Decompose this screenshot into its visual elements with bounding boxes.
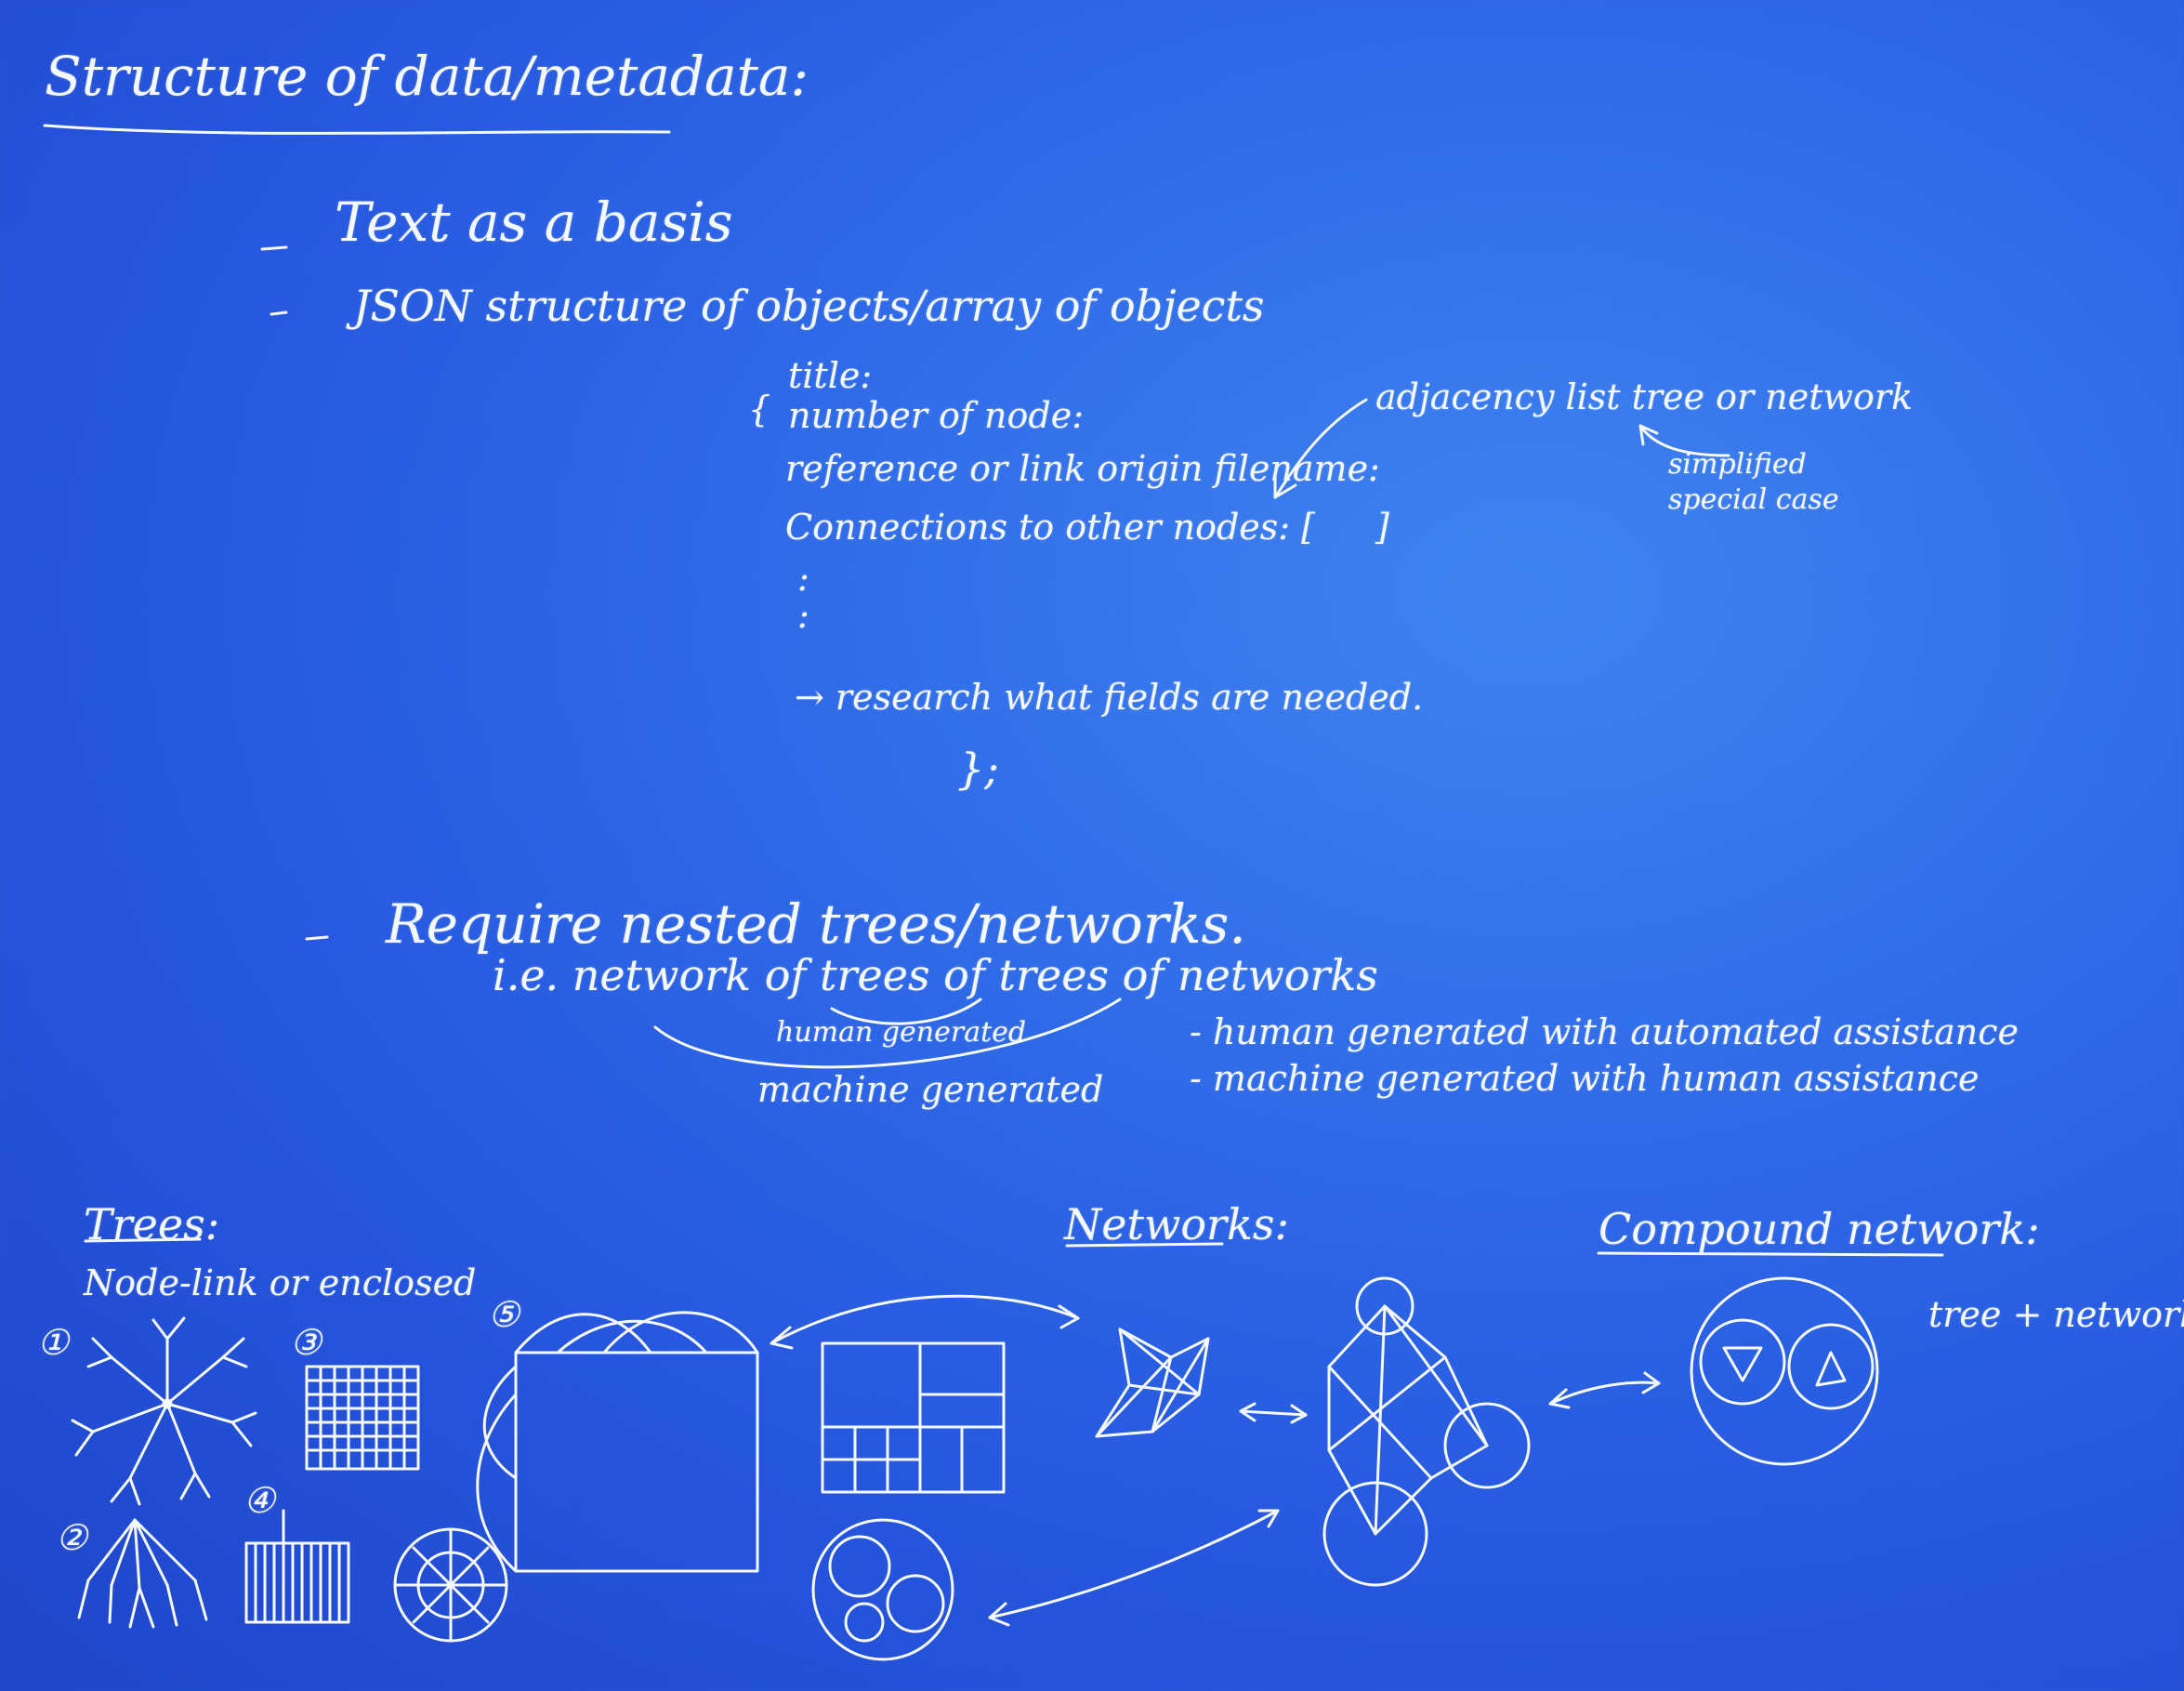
adjacency-note: adjacency list tree or network — [1375, 377, 1914, 417]
arrow-matrix-network — [771, 1296, 1078, 1343]
json-connections-close: ] — [1375, 507, 1389, 548]
arrow-circle-packing-network — [990, 1511, 1278, 1618]
bullet-json-structure: JSON structure of objects/array of objec… — [353, 281, 1265, 331]
marker-5: ⑤ — [488, 1294, 520, 1335]
compound-subheading: tree + network — [1928, 1294, 2184, 1335]
generation-note-2: - machine generated with human assistanc… — [1190, 1058, 1980, 1099]
bullet-dash-3 — [307, 937, 327, 939]
json-field-connections: Connections to other nodes: [ — [785, 507, 1315, 548]
ie-network-of-trees: i.e. network of trees of trees of networ… — [493, 950, 1378, 1000]
marker-1: ① — [37, 1322, 70, 1363]
json-close-brace: }; — [957, 744, 999, 794]
treemap-sketch — [822, 1343, 1004, 1492]
trees-subheading: Node-link or enclosed — [84, 1262, 477, 1303]
marker-2: ② — [56, 1517, 88, 1558]
adjacency-arrow — [1275, 400, 1366, 497]
bullet-text-basis: Text as a basis — [335, 191, 733, 254]
dendrogram-sketch — [79, 1520, 206, 1627]
json-dots-2: : — [797, 595, 809, 636]
arc-matrix-sketch — [478, 1313, 757, 1571]
arrow-nested-compound — [1550, 1382, 1659, 1404]
radial-tree-sketch — [72, 1318, 256, 1504]
matrix-sketch — [307, 1367, 418, 1469]
compound-heading: Compound network: — [1599, 1204, 2040, 1254]
bullet-dash-1 — [262, 247, 286, 249]
trees-underline — [86, 1239, 200, 1241]
bullet-nested-trees: Require nested trees/networks. — [386, 892, 1246, 956]
json-dots-1: : — [797, 558, 809, 599]
arrow-network-nested — [1241, 1411, 1306, 1415]
compound-network-sketch — [1691, 1278, 1877, 1464]
generation-note-1: - human generated with automated assista… — [1190, 1011, 2019, 1052]
json-research-note: → research what fields are needed. — [795, 677, 1424, 718]
human-generated-label: human generated — [776, 1016, 1027, 1049]
networks-underline — [1067, 1244, 1222, 1246]
json-field-reference: reference or link origin filename: — [785, 448, 1380, 489]
machine-generated-brace — [655, 999, 1120, 1067]
json-field-number: number of node: — [788, 395, 1085, 436]
sunburst-sketch — [395, 1529, 507, 1641]
circle-packing-sketch — [813, 1520, 953, 1659]
title-underline — [45, 126, 669, 133]
networks-heading: Networks: — [1064, 1199, 1289, 1249]
json-field-title: title: — [788, 355, 873, 396]
board-title: Structure of data/metadata: — [45, 45, 809, 108]
icicle-sketch — [246, 1511, 349, 1622]
human-generated-brace — [832, 999, 980, 1024]
simplified-note-2: special case — [1668, 483, 1839, 516]
network-sketch — [1097, 1329, 1208, 1436]
marker-3: ③ — [290, 1322, 322, 1363]
bullet-dash-2 — [271, 312, 286, 314]
nested-network-sketch — [1324, 1278, 1529, 1585]
machine-generated-label: machine generated — [757, 1069, 1104, 1110]
json-open-brace: { — [748, 389, 771, 429]
compound-underline — [1599, 1253, 1942, 1255]
marker-4: ④ — [243, 1480, 276, 1521]
simplified-arrow — [1640, 426, 1729, 456]
